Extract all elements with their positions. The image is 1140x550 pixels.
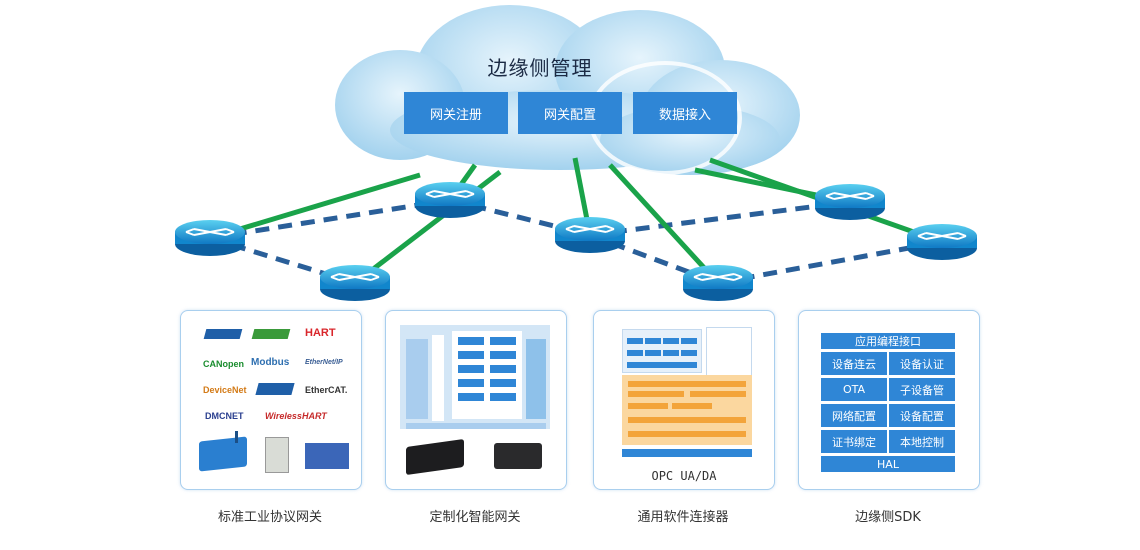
- industrial-pc-image: [406, 438, 464, 476]
- gateway-register-button[interactable]: 网关注册: [404, 92, 508, 134]
- canopen-logo: CANopen: [203, 359, 244, 369]
- data-access-button[interactable]: 数据接入: [633, 92, 737, 134]
- sdk-cell-local-control[interactable]: 本地控制: [889, 430, 955, 453]
- connector-bottom-bar: [622, 449, 752, 457]
- sdk-cell-device-config[interactable]: 设备配置: [889, 404, 955, 427]
- ethercat-logo: EtherCAT.: [305, 385, 348, 395]
- gateway-config-button[interactable]: 网关配置: [518, 92, 622, 134]
- profibus-logo-icon-2: [255, 383, 295, 395]
- gateway-device-image: [199, 436, 247, 472]
- opc-label: OPC UA/DA: [651, 469, 717, 483]
- mini-gateway-image: [494, 443, 542, 469]
- sdk-cell-cert-binding[interactable]: 证书绑定: [821, 430, 887, 453]
- modbus-logo: Modbus: [251, 357, 290, 368]
- connector-core-diagram: [622, 375, 752, 445]
- caption-custom-gateway: 定制化智能网关: [429, 510, 521, 525]
- router-icons: [175, 182, 977, 301]
- dmcnet-logo: DMCNET: [205, 411, 244, 421]
- sdk-cell-subdevice[interactable]: 子设备管: [889, 378, 955, 401]
- module-device-image: [265, 437, 289, 473]
- caption-edge-sdk: 边缘侧SDK: [855, 510, 921, 525]
- hart-logo: HART: [305, 327, 336, 339]
- sdk-cell-device-auth[interactable]: 设备认证: [889, 352, 955, 375]
- connector-side-panel: [706, 327, 752, 377]
- sdk-cell-ota[interactable]: OTA: [821, 378, 887, 401]
- cloud-title: 边缘侧管理: [487, 56, 593, 80]
- panel-software-connector[interactable]: OPC UA/DA: [593, 310, 775, 490]
- ethernetip-logo: EtherNet/IP: [305, 359, 343, 366]
- board-device-image: [305, 443, 349, 469]
- profinet-logo-icon: [251, 329, 291, 339]
- profibus-logo-icon: [203, 329, 243, 339]
- panel-protocol-gateway[interactable]: HART CANopen Modbus EtherNet/IP DeviceNe…: [180, 310, 362, 490]
- antenna-icon: [235, 431, 238, 443]
- devicenet-logo: DeviceNet: [203, 385, 247, 395]
- sdk-footer: HAL: [821, 456, 955, 472]
- sdk-cell-device-cloud[interactable]: 设备连云: [821, 352, 887, 375]
- panel-custom-gateway[interactable]: [385, 310, 567, 490]
- caption-protocol-gateway: 标准工业协议网关: [217, 510, 322, 525]
- sdk-cell-network-config[interactable]: 网络配置: [821, 404, 887, 427]
- connector-architecture-diagram: [622, 329, 702, 373]
- gateway-architecture-diagram: [400, 325, 550, 429]
- wirelesshart-logo: WirelessHART: [265, 411, 327, 421]
- sdk-header: 应用编程接口: [821, 333, 955, 349]
- caption-software-connector: 通用软件连接器: [637, 510, 729, 525]
- panel-edge-sdk[interactable]: 应用编程接口 设备连云 设备认证 OTA 子设备管 网络配置 设备配置 证书绑定…: [798, 310, 980, 490]
